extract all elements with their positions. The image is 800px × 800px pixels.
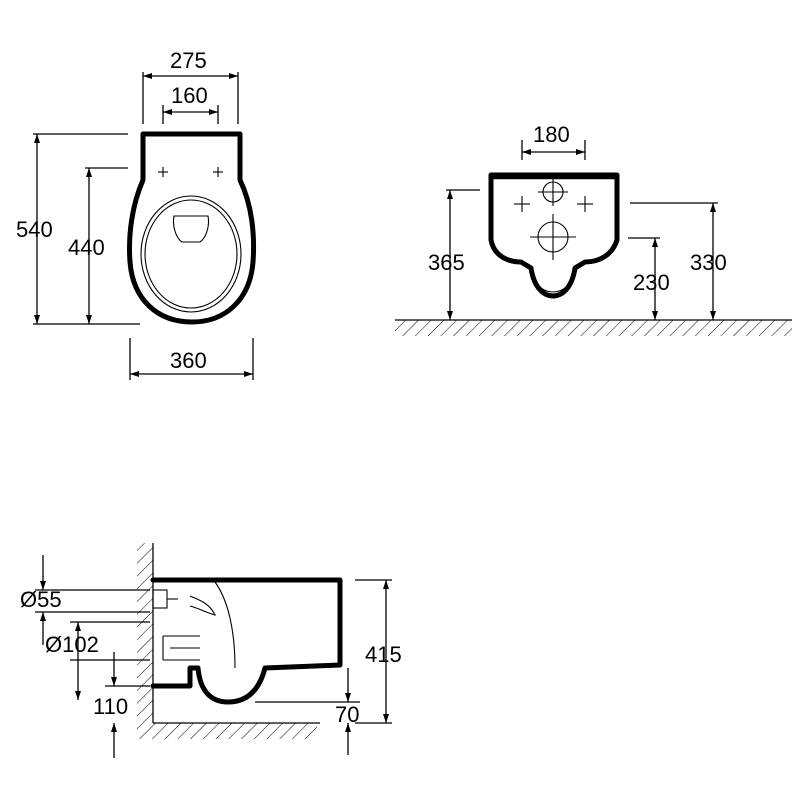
dim-label-415: 415: [365, 642, 402, 667]
front-toilet-outline: [127, 131, 257, 325]
side-bowl-inner: [214, 581, 236, 669]
dim-label-70: 70: [335, 702, 359, 727]
front-view: 275 160 540 440: [16, 48, 257, 380]
side-wall-hatch: [137, 543, 153, 723]
dim-label-440: 440: [68, 235, 105, 260]
side-view: Ø55 Ø102 110 415: [20, 543, 402, 758]
rear-mounting-hole-left: [514, 196, 530, 212]
dim-rear-height-inlet: [630, 202, 718, 320]
dim-label-110: 110: [93, 694, 128, 719]
dim-label-160: 160: [171, 83, 208, 108]
rear-outlet-connection: [530, 214, 576, 260]
dim-side-outlet-diameter: [70, 621, 150, 700]
rear-floor-hatch: [395, 320, 792, 336]
dim-front-width-body: [129, 338, 254, 380]
dim-label-180: 180: [533, 122, 570, 147]
front-mounting-hole-right: [213, 167, 223, 177]
side-outlet-pipe: [162, 635, 200, 661]
dim-label-330: 330: [690, 250, 727, 275]
dim-label-360: 360: [170, 348, 207, 373]
dim-front-hole-spacing: [162, 105, 219, 124]
dim-front-width-top: [142, 72, 239, 124]
dim-label-365: 365: [428, 250, 465, 275]
dim-rear-height-top: [446, 189, 480, 320]
dim-label-d55: Ø55: [20, 587, 62, 612]
dim-side-outlet-height: [105, 652, 150, 758]
rear-view: 180 365 230 330: [395, 122, 792, 336]
dim-rear-hole-spacing: [521, 140, 586, 160]
front-bowl-opening: [172, 215, 210, 243]
front-seat-ring: [140, 195, 242, 313]
dim-side-inlet-diameter: [35, 555, 150, 645]
dim-label-230: 230: [633, 270, 670, 295]
dim-front-height-total: [33, 133, 140, 325]
side-inlet-pipe: [152, 589, 217, 616]
rear-mounting-hole-right: [577, 196, 593, 212]
rear-inlet-connection: [538, 178, 568, 206]
side-toilet-outline: [150, 577, 343, 705]
front-mounting-hole-left: [158, 167, 168, 177]
dim-label-275: 275: [170, 48, 207, 73]
dim-rear-height-outlet: [628, 237, 660, 320]
front-seat-inner: [144, 199, 238, 309]
rear-outlet-cup: [532, 269, 574, 293]
dim-label-540: 540: [16, 217, 53, 242]
side-floor-hatch: [137, 723, 317, 739]
dim-label-d102: Ø102: [45, 632, 99, 657]
dim-front-height-holes: [85, 167, 128, 324]
dim-side-bowl-height: [355, 579, 392, 724]
dim-side-foot-height: [255, 668, 360, 755]
rear-toilet-outline: [488, 172, 620, 299]
